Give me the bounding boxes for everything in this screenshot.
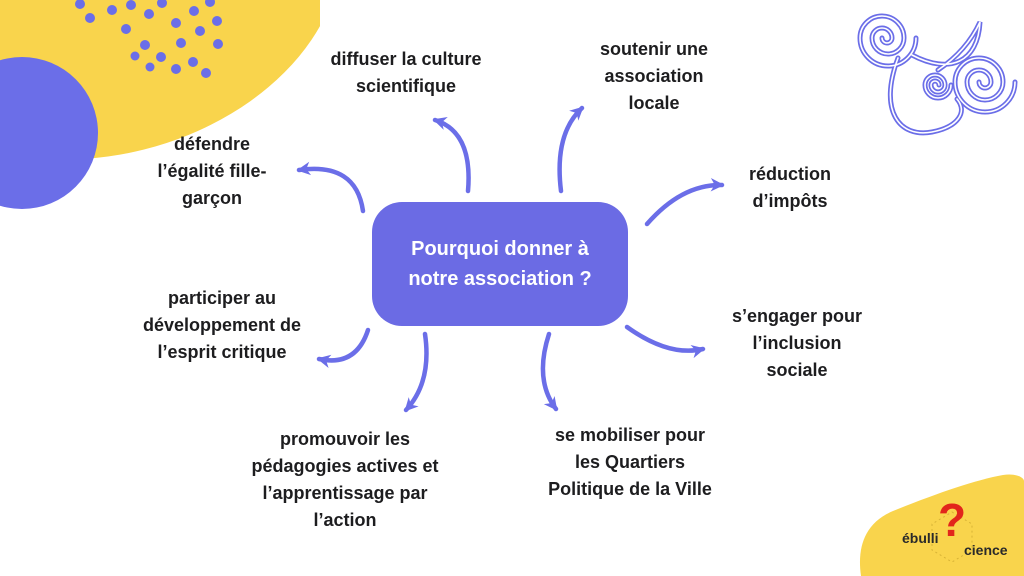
node-label-promouvoir-pedagogies: promouvoir les pédagogies actives et l’a…	[251, 429, 439, 530]
ebulliscience-logo: ébulli ? cience	[880, 494, 1024, 565]
swirl-decoration	[857, 13, 1018, 136]
node-label-mobiliser-quartiers: se mobiliser pour les Quartiers Politiqu…	[548, 425, 712, 499]
arrow-soutenir-association	[557, 105, 585, 194]
node-label-diffuser-culture: diffuser la culture scientifique	[330, 49, 482, 96]
node-label-participer-esprit-critique: participer au développement de l’esprit …	[142, 288, 302, 362]
arrow-promouvoir-pedagogies	[403, 331, 429, 413]
arrow-mobiliser-quartiers	[540, 331, 559, 412]
dots-pattern-decoration	[75, 0, 223, 78]
arrow-diffuser-culture	[432, 116, 471, 194]
arrow-defendre-egalite	[296, 161, 366, 214]
node-label-defendre-egalite: défendre l’égalité fille- garçon	[157, 134, 267, 208]
arrow-reduction-impots	[644, 177, 725, 227]
node-label-reduction-impots: réduction d’impôts	[748, 164, 831, 211]
central-question-label: Pourquoi donner à notre association ?	[408, 238, 592, 290]
logo-text-right: cience	[964, 542, 1008, 558]
central-question-node: Pourquoi donner à notre association ?	[372, 202, 628, 326]
logo-question-mark: ?	[938, 494, 967, 546]
arrow-engager-inclusion	[624, 324, 706, 359]
logo-text-left: ébulli	[902, 530, 939, 546]
node-label-soutenir-association: soutenir une association locale	[599, 39, 708, 113]
node-label-engager-inclusion: s’engager pour l’inclusion sociale	[731, 306, 863, 380]
